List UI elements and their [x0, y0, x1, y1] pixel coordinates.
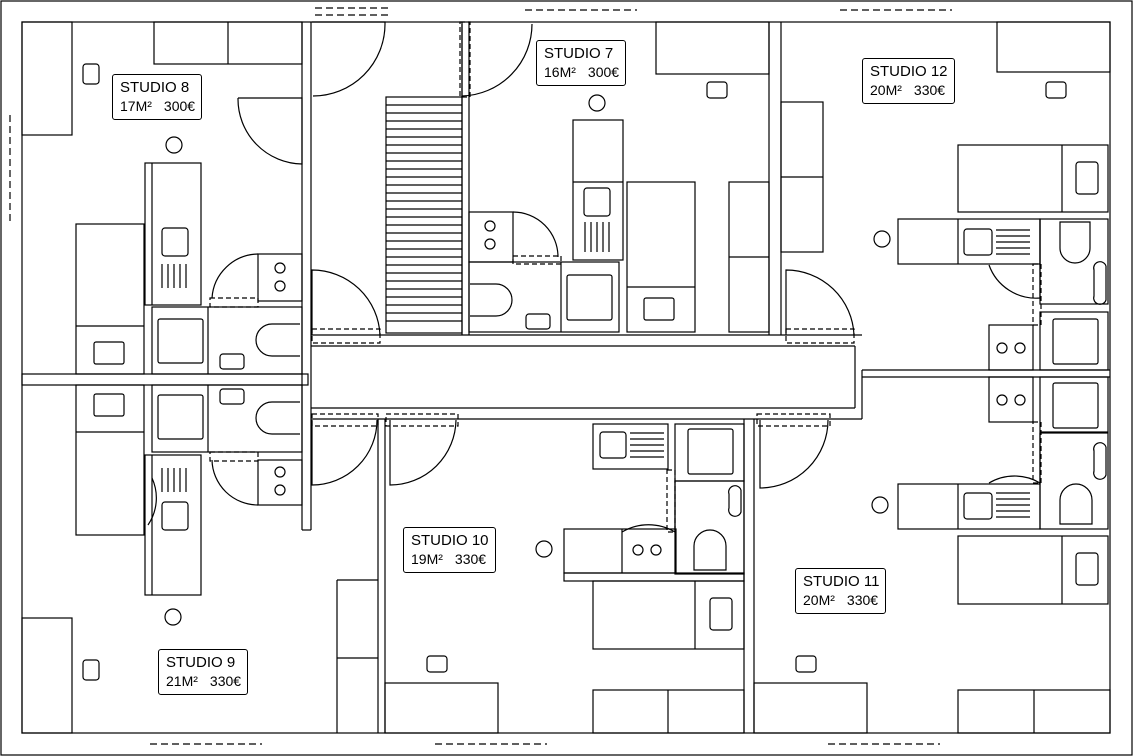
interior-walls	[21, 22, 1110, 733]
studio-8-details: 17M² 300€	[120, 97, 195, 116]
studio-10-label: STUDIO 10 19M² 330€	[403, 527, 496, 573]
windows	[2, 2, 952, 754]
studio-9-label: STUDIO 9 21M² 330€	[158, 649, 249, 695]
studio-7-price: 300€	[587, 64, 620, 80]
studio-12-label: STUDIO 12 20M² 330€	[862, 58, 955, 104]
studio-8-area: 17M²	[120, 98, 152, 114]
studio-10-price: 330€	[454, 551, 487, 567]
studio-7-name: STUDIO 7	[544, 45, 614, 62]
studio-12-name: STUDIO 12	[870, 63, 948, 80]
studio-9-details: 21M² 330€	[166, 672, 241, 691]
studio-8-furniture	[21, 21, 303, 375]
studio-7-furniture	[468, 21, 770, 333]
studio-12-price: 330€	[913, 82, 946, 98]
studio-12-area: 20M²	[870, 82, 902, 98]
studio-11-details: 20M² 330€	[803, 591, 879, 610]
studio-11-furniture	[753, 376, 1111, 734]
studio-11-label: STUDIO 11 20M² 330€	[795, 568, 887, 614]
studio-8-label: STUDIO 8 17M² 300€	[112, 74, 203, 120]
studio-10-name: STUDIO 10	[411, 532, 489, 549]
studio-10-furniture	[384, 423, 745, 734]
studio-8-name: STUDIO 8	[120, 79, 190, 96]
studio-11-name: STUDIO 11	[803, 573, 880, 590]
studio-8-price: 300€	[163, 98, 196, 114]
studio-11-price: 330€	[846, 592, 879, 608]
studio-9-name: STUDIO 9	[166, 654, 236, 671]
studio-11-area: 20M²	[803, 592, 835, 608]
studio-9-furniture	[21, 384, 303, 734]
studio-10-details: 19M² 330€	[411, 550, 489, 569]
studio-7-details: 16M² 300€	[544, 63, 619, 82]
studio-9-price: 330€	[209, 673, 242, 689]
staircase	[385, 96, 463, 334]
studio-7-area: 16M²	[544, 64, 576, 80]
studio-12-furniture	[780, 21, 1111, 371]
studio-12-details: 20M² 330€	[870, 81, 948, 100]
corridor-doors	[147, 21, 855, 526]
studio-10-area: 19M²	[411, 551, 443, 567]
studio-9-area: 21M²	[166, 673, 198, 689]
studio-7-label: STUDIO 7 16M² 300€	[536, 40, 627, 86]
